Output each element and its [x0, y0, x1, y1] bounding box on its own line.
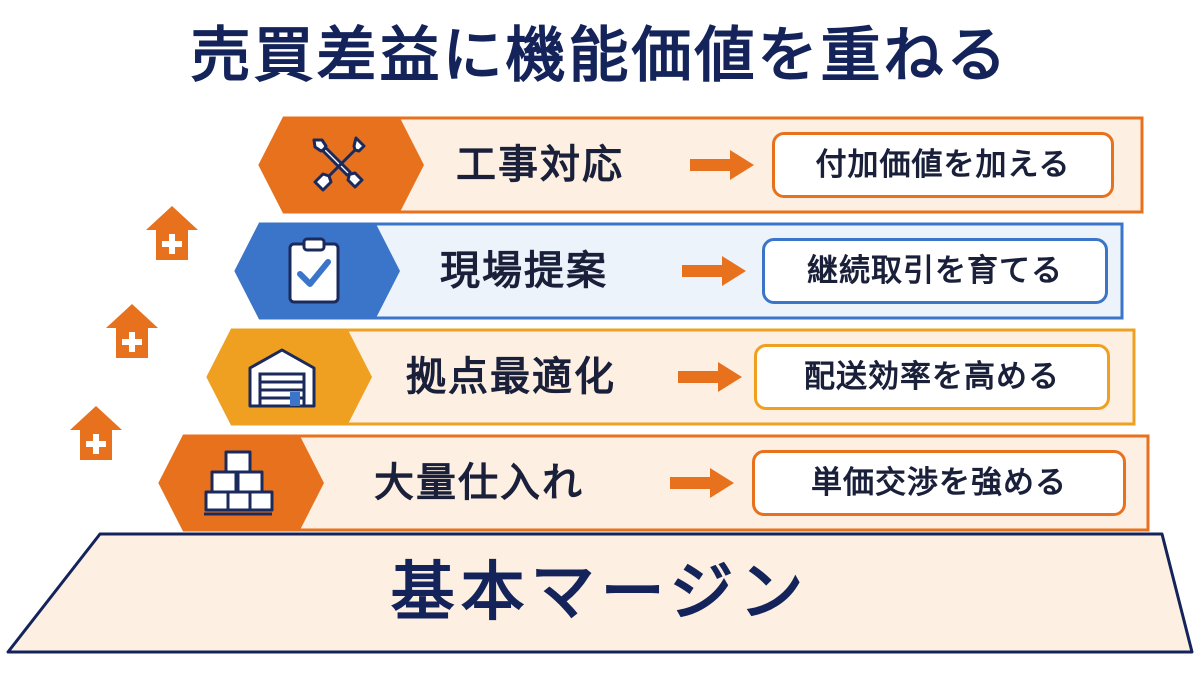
tier-label: 拠点最適化	[406, 354, 616, 400]
tier-hub-optimization: 拠点最適化 配送効率を高める	[206, 328, 1136, 426]
page-title: 売買差益に機能価値を重ねる	[190, 21, 1010, 91]
boxes-icon	[204, 450, 274, 516]
base-trapezoid	[6, 532, 1194, 654]
house-plus-icon	[146, 206, 198, 260]
right-arrow-icon	[678, 362, 742, 392]
tier-label: 工事対応	[456, 142, 624, 188]
tier-result: 単価交渉を強める	[752, 450, 1126, 516]
tier-construction: 工事対応 付加価値を加える	[258, 116, 1144, 214]
tier-result: 継続取引を育てる	[762, 238, 1108, 304]
tier-proposal: 現場提案 継続取引を育てる	[234, 222, 1124, 320]
tier-result: 付加価値を加える	[772, 132, 1114, 198]
tier-result: 配送効率を高める	[754, 344, 1110, 410]
right-arrow-icon	[690, 150, 754, 180]
base-margin: 基本マージン	[0, 528, 1200, 658]
base-label: 基本マージン	[390, 556, 810, 630]
tier-bulk-purchasing: 大量仕入れ 単価交渉を強める	[158, 434, 1150, 532]
right-arrow-icon	[682, 256, 746, 286]
tools-icon	[312, 136, 366, 192]
tier-label: 大量仕入れ	[374, 460, 584, 506]
tier-label: 現場提案	[440, 248, 608, 294]
clipboard-check-icon	[288, 237, 340, 304]
house-plus-icon	[70, 406, 122, 460]
house-plus-icon	[106, 304, 158, 358]
warehouse-icon	[248, 348, 316, 408]
right-arrow-icon	[670, 468, 734, 498]
